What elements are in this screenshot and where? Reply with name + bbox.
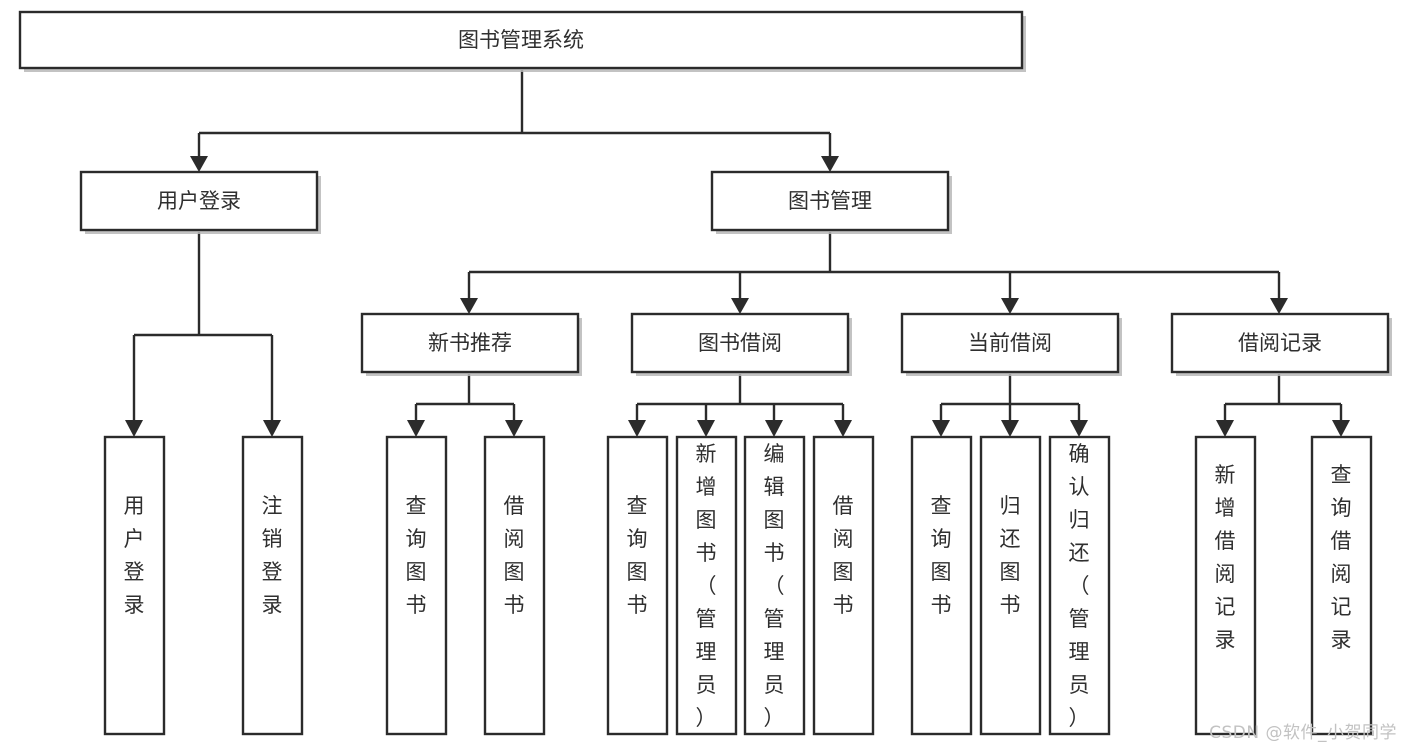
node-leaf-add-record-box[interactable] [1194, 435, 1257, 736]
node-current-borrow[interactable]: 当前借阅 [900, 312, 1122, 376]
node-book-manage-label: 图书管理 [788, 189, 872, 213]
node-leaf-borrow-book-1[interactable]: 借阅图书 [483, 435, 546, 736]
node-user-login[interactable]: 用户登录 [79, 170, 321, 234]
node-leaf-edit-book[interactable]: 编辑图书（管理员） [743, 435, 806, 736]
node-leaf-query-book-2-label: 查询图书 [627, 494, 648, 617]
node-leaf-add-book-box[interactable] [675, 435, 738, 736]
node-leaf-logout-login[interactable]: 注销登录 [241, 435, 304, 736]
node-leaf-query-record-box[interactable] [1310, 435, 1373, 736]
node-book-borrow-box[interactable] [630, 312, 850, 374]
edge-layer [125, 70, 1350, 437]
node-leaf-query-record[interactable]: 查询借阅记录 [1310, 435, 1373, 736]
arrowhead-user-login [190, 156, 208, 172]
node-user-login-label: 用户登录 [157, 189, 241, 213]
arrowhead-leaf-add-book [697, 420, 715, 437]
node-layer: 图书管理系统 用户登录 图书管理 新书推荐 [18, 10, 1392, 736]
node-leaf-user-login[interactable]: 用户登录 [103, 435, 166, 736]
node-book-borrow-label: 图书借阅 [698, 331, 782, 355]
node-leaf-add-record-label: 新增借阅记录 [1215, 463, 1236, 652]
node-book-manage[interactable]: 图书管理 [710, 170, 952, 234]
arrowhead-leaf-borrow-book-2 [834, 420, 852, 437]
node-leaf-borrow-book-2[interactable]: 借阅图书 [812, 435, 875, 736]
node-leaf-query-book-3[interactable]: 查询图书 [910, 435, 973, 736]
arrowhead-leaf-query-book-1 [407, 420, 425, 437]
node-leaf-confirm-return-label: 确认归还（管理员） [1069, 442, 1090, 730]
node-leaf-borrow-book-2-label: 借阅图书 [833, 494, 854, 617]
node-leaf-edit-book-label: 编辑图书（管理员） [764, 442, 785, 730]
arrowhead-borrow-record [1270, 298, 1288, 314]
node-leaf-return-book[interactable]: 归还图书 [979, 435, 1042, 736]
node-leaf-return-book-label: 归还图书 [1000, 494, 1021, 617]
arrowhead-leaf-borrow-book-1 [505, 420, 523, 437]
node-root[interactable]: 图书管理系统 [18, 10, 1026, 72]
node-book-borrow[interactable]: 图书借阅 [630, 312, 852, 376]
node-leaf-user-login-label: 用户登录 [124, 494, 145, 617]
node-new-book-recommend-label: 新书推荐 [428, 331, 512, 355]
arrowhead-leaf-query-book-3 [932, 420, 950, 437]
node-borrow-record[interactable]: 借阅记录 [1170, 312, 1392, 376]
node-leaf-confirm-return[interactable]: 确认归还（管理员） [1048, 435, 1111, 736]
arrowhead-leaf-edit-book [765, 420, 783, 437]
arrowhead-book-borrow [731, 298, 749, 314]
arrowhead-leaf-logout-login [263, 420, 281, 437]
node-leaf-query-book-1-label: 查询图书 [406, 494, 427, 617]
node-leaf-borrow-book-2-box[interactable] [812, 435, 875, 736]
node-root-label: 图书管理系统 [458, 28, 584, 52]
node-leaf-edit-book-box[interactable] [743, 435, 806, 736]
arrowhead-book-manage [821, 156, 839, 172]
node-leaf-user-login-box[interactable] [103, 435, 166, 736]
node-leaf-logout-login-label: 注销登录 [262, 494, 283, 617]
node-leaf-query-book-1[interactable]: 查询图书 [385, 435, 448, 736]
arrowhead-leaf-query-record [1332, 420, 1350, 437]
node-borrow-record-label: 借阅记录 [1238, 331, 1322, 355]
arrowhead-leaf-confirm-return [1070, 420, 1088, 437]
node-leaf-logout-login-box[interactable] [241, 435, 304, 736]
node-leaf-return-book-box[interactable] [979, 435, 1042, 736]
arrowhead-leaf-return-book [1001, 420, 1019, 437]
arrowhead-leaf-user-login [125, 420, 143, 437]
node-leaf-query-book-2-box[interactable] [606, 435, 669, 736]
node-leaf-add-book[interactable]: 新增图书（管理员） [675, 435, 738, 736]
node-new-book-recommend[interactable]: 新书推荐 [360, 312, 582, 376]
node-current-borrow-label: 当前借阅 [968, 331, 1052, 355]
node-leaf-borrow-book-1-box[interactable] [483, 435, 546, 736]
node-user-login-box[interactable] [79, 170, 319, 232]
node-leaf-add-book-label: 新增图书（管理员） [696, 442, 717, 730]
node-leaf-borrow-book-1-label: 借阅图书 [504, 494, 525, 617]
node-leaf-confirm-return-box[interactable] [1048, 435, 1111, 736]
node-leaf-query-record-label: 查询借阅记录 [1331, 463, 1352, 652]
arrowhead-leaf-add-record [1216, 420, 1234, 437]
node-borrow-record-box[interactable] [1170, 312, 1390, 374]
node-leaf-query-book-1-box[interactable] [385, 435, 448, 736]
node-leaf-query-book-3-label: 查询图书 [931, 494, 952, 617]
node-current-borrow-box[interactable] [900, 312, 1120, 374]
node-book-manage-box[interactable] [710, 170, 950, 232]
arrowhead-current-borrow [1001, 298, 1019, 314]
node-leaf-query-book-3-box[interactable] [910, 435, 973, 736]
node-leaf-query-book-2[interactable]: 查询图书 [606, 435, 669, 736]
node-new-book-recommend-box[interactable] [360, 312, 580, 374]
arrowhead-new-book-recommend [460, 298, 478, 314]
arrowhead-leaf-query-book-2 [628, 420, 646, 437]
node-root-box[interactable] [18, 10, 1024, 70]
node-leaf-add-record[interactable]: 新增借阅记录 [1194, 435, 1257, 736]
